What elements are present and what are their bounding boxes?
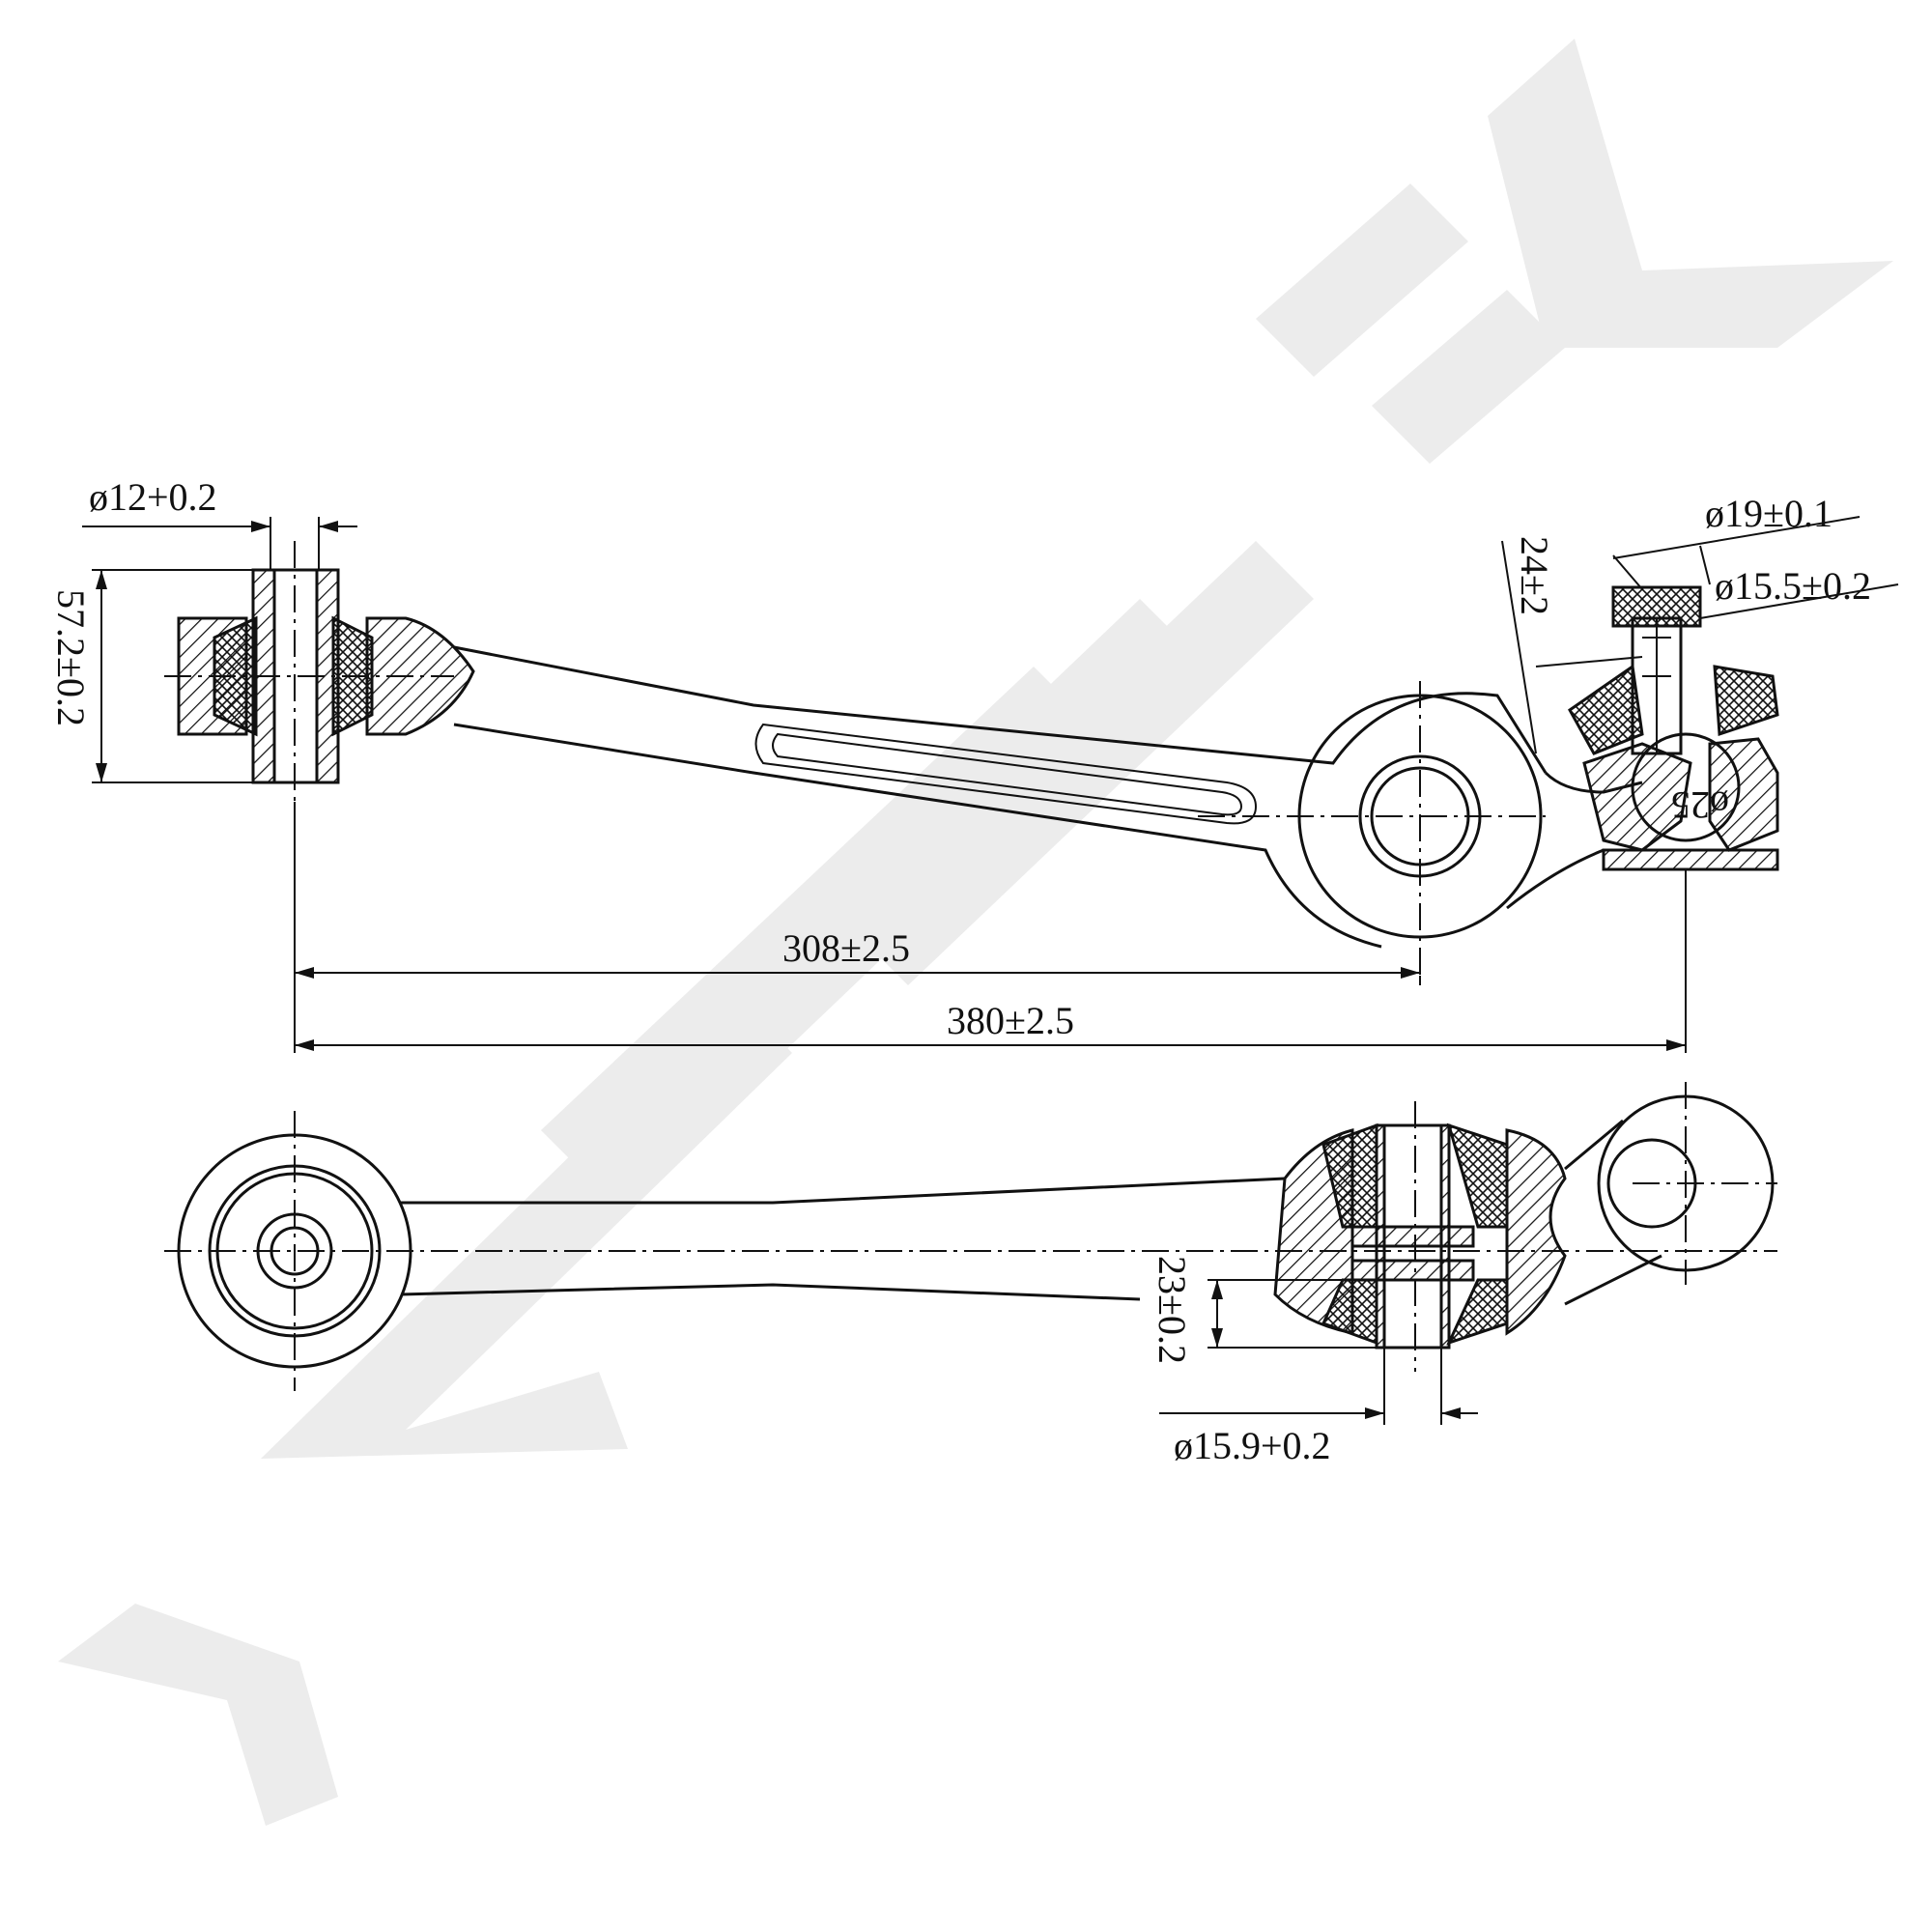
bottom-bushing-height-label: 23±0.2	[1151, 1256, 1194, 1364]
center-distance-short-label: 308±2.5	[782, 926, 910, 970]
dim-center-distance-long: 380±2.5	[295, 869, 1687, 1053]
center-distance-long-label: 380±2.5	[947, 999, 1074, 1042]
dim-bushing-inner-dia: ø12+0.2	[82, 475, 357, 570]
pin-top-dia-label: ø19±0.1	[1705, 492, 1833, 535]
dim-pin-taper-dia: ø15.5±0.2	[1699, 564, 1899, 619]
dim-bottom-bushing-height: 23±0.2	[1151, 1256, 1377, 1364]
dim-pin-top-dia: ø19±0.1	[1612, 492, 1861, 590]
dim-bottom-bushing-inner-dia: ø15.9+0.2	[1159, 1348, 1478, 1467]
bottom-bushing-inner-dia-label: ø15.9+0.2	[1174, 1424, 1331, 1467]
left-bushing-section	[164, 541, 475, 802]
top-view: ø12+0.2 57.2±0.2 24±2 ø19±0.1 ø15.5±0.2	[49, 475, 1899, 1053]
dim-center-distance-short: 308±2.5	[294, 802, 1421, 1053]
ball-dia-label: ø25	[1671, 783, 1729, 827]
bushing-inner-dia-label: ø12+0.2	[89, 475, 217, 519]
dim-bushing-height: 57.2±0.2	[49, 569, 253, 783]
bushing-height-label: 57.2±0.2	[49, 589, 93, 726]
top-eye-bushing	[1198, 681, 1546, 976]
dim-pin-height: 24±2	[1501, 536, 1643, 754]
pin-taper-dia-label: ø15.5±0.2	[1715, 564, 1871, 608]
bottom-view: 23±0.2 ø15.9+0.2	[164, 1082, 1777, 1467]
brand-watermark	[58, 39, 1893, 1826]
ball-joint-section	[1568, 585, 1779, 871]
bottom-right-eye	[1564, 1082, 1777, 1306]
pin-height-label: 24±2	[1513, 536, 1556, 615]
bottom-bushing-section	[1273, 1101, 1567, 1372]
